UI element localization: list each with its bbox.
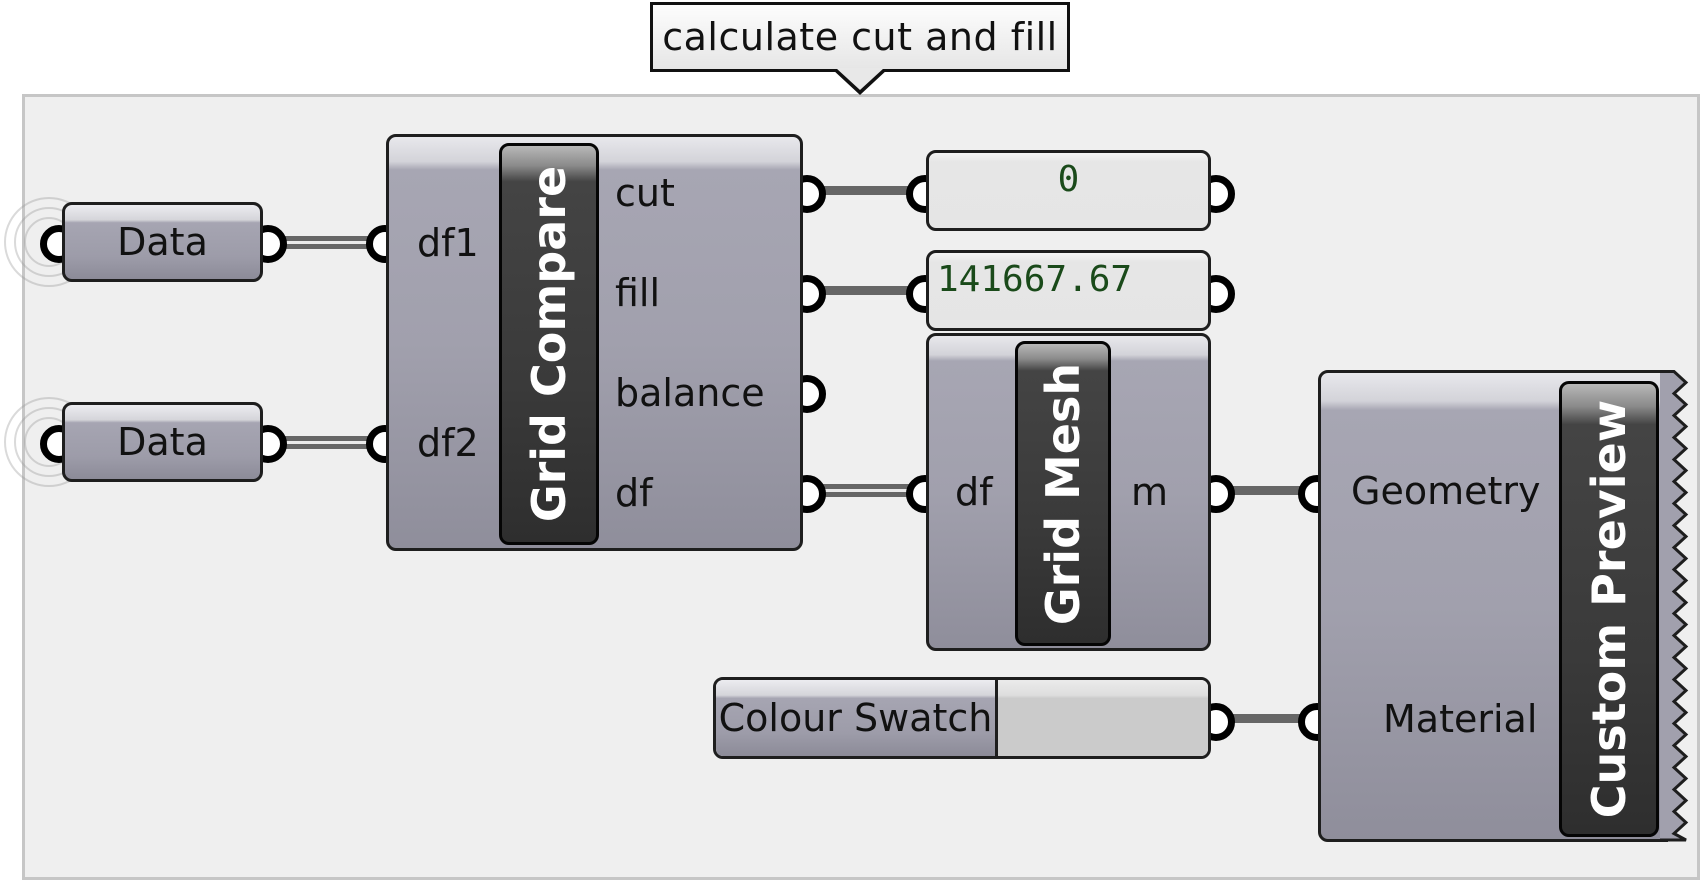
wire-swatch-material[interactable] <box>1220 714 1314 723</box>
input-label-geometry: Geometry <box>1351 469 1541 513</box>
group-label-bubble[interactable]: calculate cut and fill <box>650 2 1070 72</box>
panel-cut-value: 0 <box>1057 159 1080 200</box>
panel-cut[interactable]: 0 <box>926 150 1211 231</box>
input-label-df1: df1 <box>417 221 479 265</box>
custom-preview-title: Custom Preview <box>1582 399 1637 819</box>
grid-compare-nickname[interactable]: Grid Compare <box>499 143 599 545</box>
grid-compare-component[interactable]: df1 df2 Grid Compare cut fill balance df <box>386 134 803 551</box>
group-label-text: calculate cut and fill <box>662 15 1058 59</box>
data-param-2-label: Data <box>117 420 208 464</box>
grid-compare-title: Grid Compare <box>522 165 576 523</box>
data-param-2[interactable]: Data <box>62 402 263 482</box>
output-label-cut: cut <box>615 171 675 215</box>
input-label-df: df <box>955 470 993 514</box>
custom-preview-component[interactable]: Geometry Material Custom Preview <box>1318 370 1668 842</box>
output-label-df: df <box>615 471 653 515</box>
wire-data1-df1[interactable] <box>270 236 380 249</box>
input-label-material: Material <box>1383 697 1538 741</box>
bubble-tail-inner <box>836 68 884 90</box>
data-param-1[interactable]: Data <box>62 202 263 282</box>
colour-swatch-label: Colour Swatch <box>718 696 993 740</box>
wire-cut-panel[interactable] <box>812 186 920 195</box>
grid-mesh-component[interactable]: df Grid Mesh m <box>926 333 1211 651</box>
output-label-fill: fill <box>615 271 661 315</box>
wire-df-gridmesh[interactable] <box>812 484 920 497</box>
output-label-balance: balance <box>615 371 765 415</box>
input-label-df2: df2 <box>417 421 479 465</box>
custom-preview-nickname[interactable]: Custom Preview <box>1559 381 1659 837</box>
panel-fill[interactable]: 141667.67 <box>926 250 1211 331</box>
wire-data2-df2[interactable] <box>270 436 380 449</box>
grid-mesh-title: Grid Mesh <box>1036 362 1091 625</box>
wire-m-geometry[interactable] <box>1220 486 1314 495</box>
grid-mesh-nickname[interactable]: Grid Mesh <box>1015 341 1111 646</box>
output-label-m: m <box>1131 470 1169 514</box>
colour-swatch-label-area: Colour Swatch <box>716 680 998 756</box>
colour-swatch-color-button[interactable] <box>998 680 1208 756</box>
colour-swatch[interactable]: Colour Swatch <box>713 677 1211 759</box>
wire-fill-panel[interactable] <box>812 286 920 295</box>
data-param-1-label: Data <box>117 220 208 264</box>
panel-fill-value: 141667.67 <box>937 259 1133 300</box>
zigzag-edge-icon <box>1660 370 1689 842</box>
